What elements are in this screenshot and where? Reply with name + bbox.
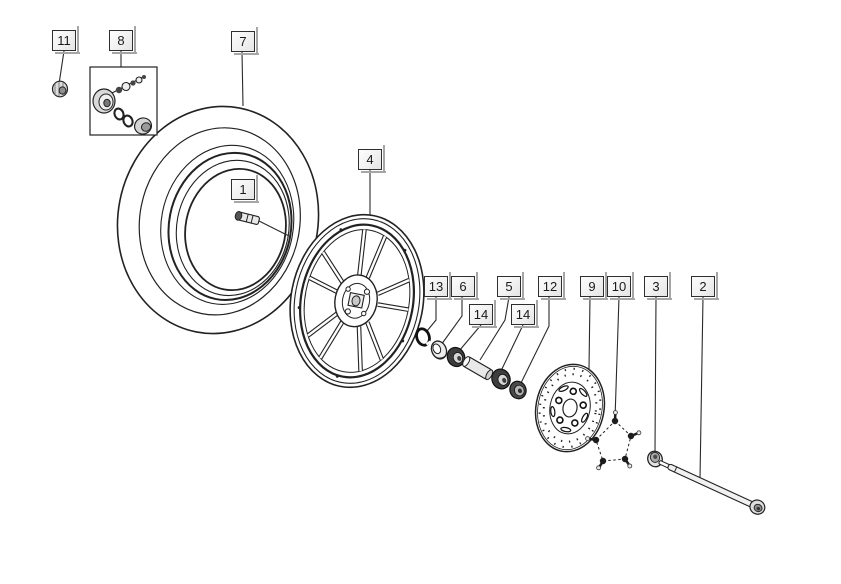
leader-line-14a	[458, 324, 482, 352]
callout-14-right[interactable]: 14	[511, 300, 539, 328]
callout-12[interactable]: 12	[538, 272, 566, 300]
spacer-tube-drawing	[462, 356, 494, 381]
disc-bolts-drawing	[585, 410, 642, 471]
callout-label: 14	[473, 307, 489, 322]
callout-label: 2	[699, 279, 707, 294]
disc-bolt-holes	[555, 387, 587, 427]
leader-line-5	[479, 296, 510, 361]
callout-label: 8	[117, 33, 125, 48]
callout-6[interactable]: 6	[451, 272, 479, 300]
leader-line-7	[241, 51, 244, 107]
callout-9[interactable]: 9	[580, 272, 608, 300]
bearing-right-drawing	[491, 368, 511, 390]
tire-drawing	[116, 105, 320, 335]
valve-kit-drawing	[89, 66, 158, 136]
leader-line-2	[699, 296, 704, 480]
leader-line-13	[426, 297, 437, 332]
leader-line-11	[58, 50, 65, 85]
callout-3[interactable]: 3	[644, 272, 672, 300]
callout-label: 1	[239, 182, 247, 197]
callout-label: 14	[515, 307, 531, 322]
callout-5[interactable]: 5	[497, 272, 525, 300]
callout-label: 11	[57, 33, 71, 48]
callout-14-left[interactable]: 14	[469, 300, 497, 328]
axle-drawing	[658, 460, 766, 515]
washer-drawing	[430, 340, 448, 360]
callout-label: 3	[652, 279, 660, 294]
callout-13[interactable]: 13	[424, 272, 452, 300]
leader-line-3	[654, 296, 657, 452]
callout-label: 7	[239, 34, 247, 49]
callout-label: 12	[542, 279, 558, 294]
wheel-rim-drawing	[289, 213, 425, 389]
callout-label: 5	[505, 279, 513, 294]
axle-nut-drawing	[647, 450, 663, 468]
leader-line-10	[614, 296, 620, 420]
callout-label: 6	[459, 279, 467, 294]
callout-label: 13	[428, 279, 444, 294]
leader-line-6	[440, 297, 463, 346]
nut-11-drawing	[51, 80, 69, 98]
callout-7[interactable]: 7	[231, 27, 259, 55]
disc-slots	[550, 385, 589, 433]
leader-line-9	[588, 296, 591, 370]
callout-label: 10	[611, 279, 627, 294]
callout-2[interactable]: 2	[691, 272, 719, 300]
callout-label: 9	[588, 279, 596, 294]
callout-11[interactable]: 11	[52, 26, 80, 54]
callout-4[interactable]: 4	[358, 145, 386, 173]
leader-lines	[58, 50, 704, 480]
circlip-drawing	[415, 327, 432, 347]
brake-disc-drawing	[534, 363, 606, 453]
leader-line-12	[519, 297, 550, 386]
valve-stem-drawing	[234, 211, 290, 237]
callout-label: 4	[366, 152, 374, 167]
seal-drawing	[509, 380, 527, 400]
callout-10[interactable]: 10	[607, 272, 635, 300]
leader-line-14b	[499, 324, 524, 374]
callout-8[interactable]: 8	[109, 26, 137, 54]
bearing-left-drawing	[446, 346, 466, 368]
callout-1[interactable]: 1	[231, 175, 259, 203]
